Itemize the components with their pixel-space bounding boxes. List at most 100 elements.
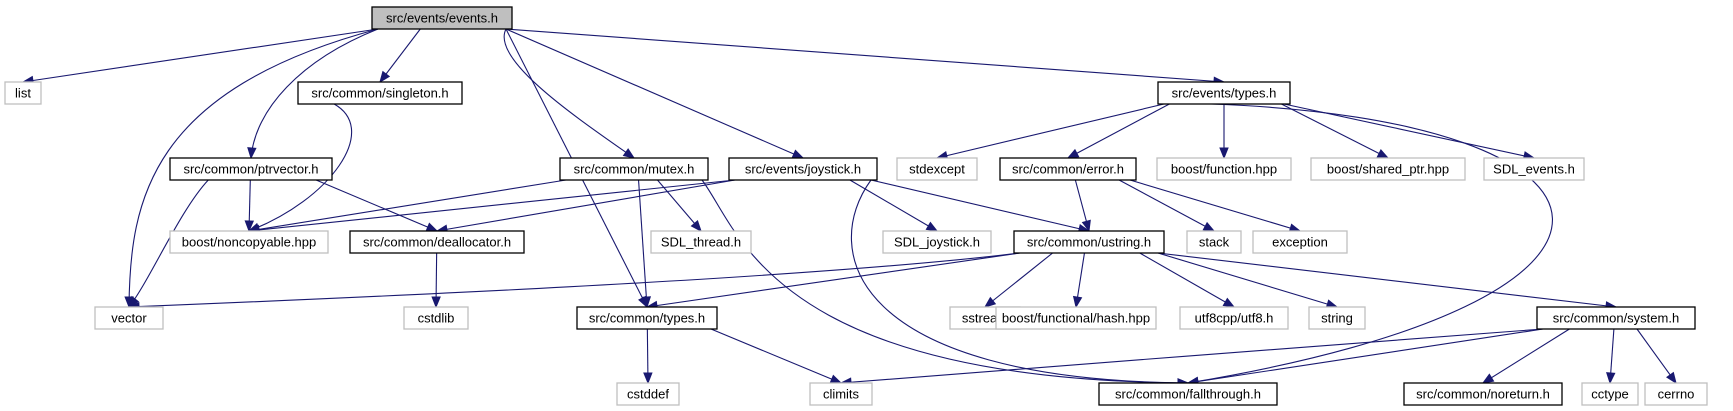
node-label-bhash: boost/functional/hash.hpp xyxy=(1002,311,1150,326)
node-label-singleton: src/common/singleton.h xyxy=(311,86,448,101)
node-noncopyable: boost/noncopyable.hpp xyxy=(169,230,329,254)
edge-evtypes-to-error xyxy=(1067,103,1170,159)
node-evtypes[interactable]: src/events/types.h xyxy=(1157,81,1291,105)
node-box-events_h xyxy=(371,6,513,30)
node-label-exception: exception xyxy=(1272,235,1328,250)
node-label-list: list xyxy=(15,86,31,101)
arrowhead-events_h-to-singleton xyxy=(379,70,391,84)
edge-joystick-to-fallthrough xyxy=(850,179,1189,384)
edge-ustring-to-ctypes xyxy=(646,252,1021,308)
node-sdlthread: SDL_thread.h xyxy=(650,230,752,254)
node-fallthrough[interactable]: src/common/fallthrough.h xyxy=(1098,382,1278,406)
node-ptrvector[interactable]: src/common/ptrvector.h xyxy=(169,157,333,181)
edge-system-to-cerrno xyxy=(1636,328,1677,384)
edge-ustring-to-system xyxy=(1157,252,1617,308)
node-box-climits xyxy=(809,382,873,406)
edge-ustring-to-string xyxy=(1157,252,1338,308)
node-label-stdexcept: stdexcept xyxy=(909,162,965,177)
node-label-mutex: src/common/mutex.h xyxy=(574,162,695,177)
arrowhead-evtypes-to-bfunction xyxy=(1219,147,1229,160)
edge-events_h-to-mutex xyxy=(503,28,635,159)
node-deallocator[interactable]: src/common/deallocator.h xyxy=(349,230,525,254)
node-label-bshared: boost/shared_ptr.hpp xyxy=(1327,162,1449,177)
edge-ptrvector-to-vector xyxy=(128,179,209,308)
node-box-bhash xyxy=(995,306,1157,330)
arrowhead-deallocator-to-cstdlib xyxy=(431,296,441,309)
node-box-cerrno xyxy=(1644,382,1708,406)
edge-ptrvector-to-deallocator xyxy=(315,179,438,232)
node-utf8: utf8cpp/utf8.h xyxy=(1179,306,1289,330)
node-box-list xyxy=(4,81,42,105)
node-bshared: boost/shared_ptr.hpp xyxy=(1310,157,1466,181)
node-box-cctype xyxy=(1581,382,1639,406)
node-box-fallthrough xyxy=(1098,382,1278,406)
node-exception: exception xyxy=(1252,230,1348,254)
edge-system-to-fallthrough xyxy=(1187,328,1544,384)
arrowhead-system-to-cerrno xyxy=(1666,371,1677,385)
node-mutex[interactable]: src/common/mutex.h xyxy=(559,157,709,181)
arrowhead-ustring-to-sstream xyxy=(983,296,997,308)
arrowhead-evtypes-to-bshared xyxy=(1376,149,1390,159)
edge-ustring-to-vector xyxy=(128,252,1021,308)
node-list: list xyxy=(4,81,42,105)
edge-mutex-to-ctypes xyxy=(638,179,648,308)
node-events_h[interactable]: src/events/events.h xyxy=(371,6,513,30)
node-box-noncopyable xyxy=(169,230,329,254)
node-box-bfunction xyxy=(1156,157,1292,181)
edge-joystick-to-ustring xyxy=(870,179,1090,232)
edge-events_h-to-vector xyxy=(128,28,379,308)
node-ustring[interactable]: src/common/ustring.h xyxy=(1013,230,1165,254)
node-ctypes[interactable]: src/common/types.h xyxy=(576,306,718,330)
node-label-error: src/common/error.h xyxy=(1012,162,1124,177)
node-box-sdlevents xyxy=(1483,157,1585,181)
edge-events_h-to-evtypes xyxy=(505,28,1225,83)
node-system[interactable]: src/common/system.h xyxy=(1536,306,1696,330)
node-box-noreturn xyxy=(1403,382,1563,406)
edge-error-to-stack xyxy=(1118,179,1215,232)
node-label-cstdlib: cstdlib xyxy=(418,311,455,326)
node-box-system xyxy=(1536,306,1696,330)
node-label-climits: climits xyxy=(823,387,860,402)
edge-events_h-to-singleton xyxy=(379,28,421,83)
arrowhead-joystick-to-sdljoystick xyxy=(925,221,939,232)
arrowhead-ctypes-to-cstddef xyxy=(643,372,653,385)
node-box-ctypes xyxy=(576,306,718,330)
node-box-error xyxy=(999,157,1137,181)
node-noreturn[interactable]: src/common/noreturn.h xyxy=(1403,382,1563,406)
node-box-cstdlib xyxy=(403,306,469,330)
node-string: string xyxy=(1308,306,1366,330)
node-box-cstddef xyxy=(616,382,680,406)
node-label-utf8: utf8cpp/utf8.h xyxy=(1195,311,1274,326)
node-label-noncopyable: boost/noncopyable.hpp xyxy=(182,235,316,250)
node-cstddef: cstddef xyxy=(616,382,680,406)
node-box-utf8 xyxy=(1179,306,1289,330)
node-box-stdexcept xyxy=(896,157,978,181)
edge-error-to-exception xyxy=(1129,179,1301,232)
arrowhead-mutex-to-sdlthread xyxy=(690,219,702,233)
node-label-string: string xyxy=(1321,311,1353,326)
edge-system-to-climits xyxy=(840,328,1544,384)
arrowhead-ustring-to-bhash xyxy=(1072,295,1083,309)
edge-events_h-to-list xyxy=(22,28,379,83)
arrowhead-events_h-to-ptrvector xyxy=(247,147,257,160)
arrowhead-evtypes-to-error xyxy=(1066,148,1080,159)
arrowhead-ptrvector-to-deallocator xyxy=(425,222,439,232)
edge-evtypes-to-stdexcept xyxy=(936,103,1165,159)
node-joystick[interactable]: src/events/joystick.h xyxy=(728,157,878,181)
node-label-ustring: src/common/ustring.h xyxy=(1027,235,1151,250)
node-error[interactable]: src/common/error.h xyxy=(999,157,1137,181)
node-label-noreturn: src/common/noreturn.h xyxy=(1416,387,1550,402)
node-cctype: cctype xyxy=(1581,382,1639,406)
node-bhash: boost/functional/hash.hpp xyxy=(995,306,1157,330)
node-stdexcept: stdexcept xyxy=(896,157,978,181)
node-box-ustring xyxy=(1013,230,1165,254)
node-vector: vector xyxy=(94,306,164,330)
node-label-cstddef: cstddef xyxy=(627,387,669,402)
edge-mutex-to-sdlthread xyxy=(657,179,702,232)
node-label-vector: vector xyxy=(111,311,147,326)
edge-ustring-to-sstream xyxy=(984,252,1053,308)
node-singleton[interactable]: src/common/singleton.h xyxy=(297,81,463,105)
edge-mutex-to-fallthrough xyxy=(701,179,1189,384)
edge-events_h-to-joystick xyxy=(505,28,804,159)
arrowhead-error-to-ustring xyxy=(1081,219,1091,233)
